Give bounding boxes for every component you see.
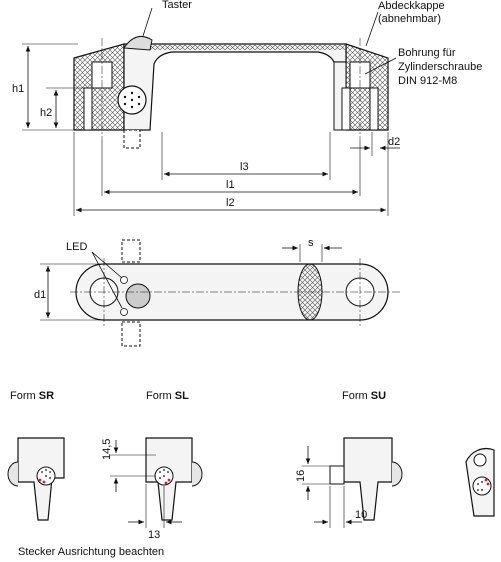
dim-su-height: 16 <box>295 470 307 482</box>
grip-arch <box>123 43 347 131</box>
form-sr-view <box>7 437 65 521</box>
cap-label-line1: Abdeckkappe <box>378 0 445 12</box>
dim-h1: h1 <box>12 83 24 95</box>
dim-su-width: 10 <box>355 509 367 521</box>
form-sl-label: Form SL <box>146 390 189 402</box>
led-label: LED <box>66 241 87 253</box>
form-su-label: Form SU <box>342 390 387 402</box>
dim-sl-height: 14,5 <box>101 439 113 460</box>
cap-label-line2: (abnehmbar) <box>378 13 441 25</box>
form-su-end-view <box>465 447 495 517</box>
connector-orientation-note: Stecker Ausrichtung beachten <box>18 546 165 558</box>
form-sl-view <box>110 437 203 528</box>
dim-d2: d2 <box>388 136 400 148</box>
side-view <box>22 7 400 216</box>
taster-label: Taster <box>162 0 192 11</box>
dim-sl-width: 13 <box>148 529 160 541</box>
button-top <box>125 283 151 309</box>
dim-s: s <box>308 237 314 249</box>
dim-d1: d1 <box>34 289 46 301</box>
dim-l1: l1 <box>226 179 235 191</box>
bore-label-line2: Zylinderschraube <box>398 61 482 73</box>
dim-l2: l2 <box>226 197 235 209</box>
bore-label-line3: DIN 912-M8 <box>398 75 457 87</box>
dim-h2: h2 <box>40 107 52 119</box>
top-view <box>40 239 400 347</box>
form-sr-label: Form SR <box>10 390 55 402</box>
button-dome <box>123 35 153 51</box>
form-su-view <box>302 437 403 528</box>
plug <box>123 129 141 149</box>
bore-label-line1: Bohrung für <box>398 47 456 59</box>
dim-l3: l3 <box>240 161 249 173</box>
